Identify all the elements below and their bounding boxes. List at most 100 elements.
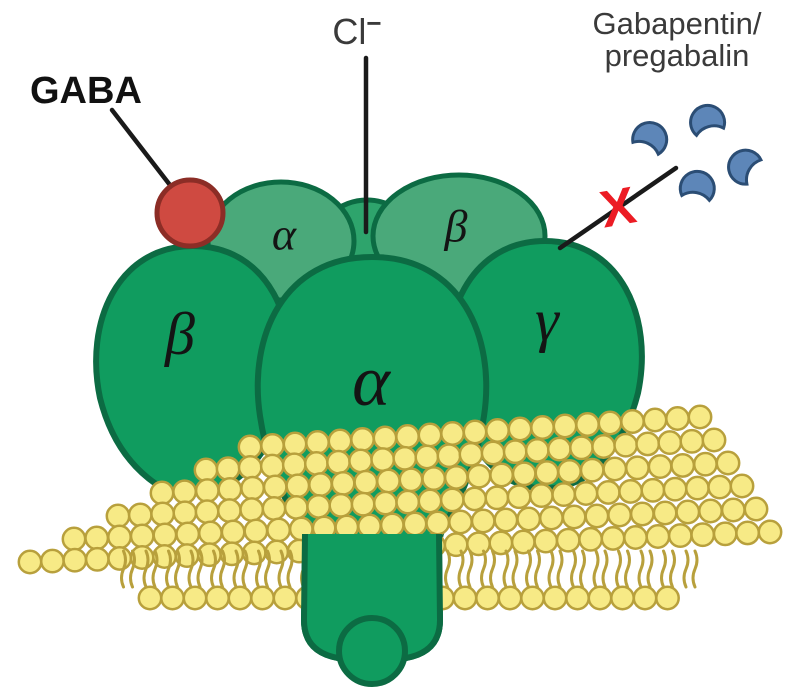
lipid-head	[86, 527, 108, 549]
chloride-symbol: Cl	[332, 11, 366, 52]
lipid-head	[634, 587, 656, 609]
lipid-head	[526, 439, 548, 461]
lipid-head	[619, 480, 641, 502]
lipid-tail	[594, 551, 598, 587]
lipid-head	[518, 508, 540, 530]
lipid-head	[579, 528, 601, 550]
lipid-head	[454, 587, 476, 609]
lipid-head	[218, 499, 240, 521]
lipid-head	[604, 458, 626, 480]
lipid-head	[349, 450, 371, 472]
lipid-tail	[572, 551, 576, 587]
lipid-tail	[468, 551, 472, 587]
lipid-head	[438, 445, 460, 467]
lipid-head	[263, 497, 285, 519]
lipid-head	[161, 587, 183, 609]
lipid-head	[274, 587, 296, 609]
lipid-head	[694, 453, 716, 475]
lipid-tail	[662, 551, 666, 587]
lipid-head	[173, 481, 195, 503]
front-alpha-label: α	[352, 341, 391, 421]
lipid-tail	[581, 551, 585, 587]
lipid-head	[374, 427, 396, 449]
back-alpha-label: α	[272, 209, 297, 260]
lipid-tail	[693, 551, 697, 587]
lipid-tail	[504, 551, 508, 587]
lipid-head	[19, 551, 41, 573]
lipid-head	[419, 424, 441, 446]
lipid-head	[486, 487, 508, 509]
drug-molecule-icon	[630, 117, 672, 156]
front-beta-label: β	[164, 301, 195, 367]
lipid-head	[656, 587, 678, 609]
back-beta-label: β	[444, 201, 468, 252]
lipid-head	[404, 513, 426, 535]
lipid-head	[592, 435, 614, 457]
lipid-head	[566, 587, 588, 609]
lipid-head	[513, 463, 535, 485]
lipid-head	[151, 503, 173, 525]
lipid-head	[709, 476, 731, 498]
lipid-head	[731, 475, 753, 497]
lipid-head	[692, 524, 714, 546]
lipid-head	[664, 478, 686, 500]
lipid-head	[499, 587, 521, 609]
lipid-head	[589, 587, 611, 609]
lipid-head	[196, 501, 218, 523]
lipid-head	[563, 506, 585, 528]
lipid-head	[669, 524, 691, 546]
lipid-head	[86, 548, 108, 570]
lipid-head	[239, 436, 261, 458]
lipid-head	[131, 525, 153, 547]
lipid-head	[397, 491, 419, 513]
lipid-head	[267, 519, 289, 541]
lipid-head	[482, 442, 504, 464]
lipid-head	[419, 490, 441, 512]
lipid-head	[644, 409, 666, 431]
lipid-head	[445, 466, 467, 488]
lipid-head	[624, 526, 646, 548]
lipid-tail	[491, 551, 495, 587]
drug-molecule-icon	[687, 102, 727, 137]
lipid-head	[109, 547, 131, 569]
lipid-head	[108, 526, 130, 548]
lipid-head	[626, 457, 648, 479]
lipid-head	[460, 443, 482, 465]
chloride-charge: −	[366, 8, 381, 38]
lipid-head	[637, 433, 659, 455]
alpha-intracellular-bulge	[339, 618, 405, 684]
drug-molecule-icon	[722, 144, 762, 187]
gaba-molecule	[157, 180, 223, 246]
lipid-head	[686, 477, 708, 499]
lipid-head	[264, 476, 286, 498]
lipid-head	[521, 587, 543, 609]
lipid-head	[530, 484, 552, 506]
lipid-head	[558, 460, 580, 482]
lipid-head	[381, 514, 403, 536]
lipid-head	[536, 461, 558, 483]
lipid-head	[283, 454, 305, 476]
lipid-tail	[549, 551, 553, 587]
lipid-head	[717, 452, 739, 474]
lipid-head	[177, 523, 199, 545]
lipid-head	[554, 415, 576, 437]
lipid-head	[608, 504, 630, 526]
lipid-tail	[558, 551, 562, 587]
lipid-head	[416, 446, 438, 468]
lipid-head	[441, 489, 463, 511]
lipid-tail	[513, 551, 517, 587]
lipid-head	[206, 587, 228, 609]
lipid-head	[330, 494, 352, 516]
lipid-head	[184, 587, 206, 609]
lipid-head	[219, 478, 241, 500]
lipid-head	[509, 418, 531, 440]
lipid-head	[535, 530, 557, 552]
lipid-head	[351, 428, 373, 450]
lipid-head	[647, 525, 669, 547]
lipid-tail	[626, 551, 630, 587]
lipid-head	[476, 587, 498, 609]
lipid-head	[309, 473, 331, 495]
lipid-head	[377, 470, 399, 492]
chloride-label: Cl−	[332, 8, 381, 52]
